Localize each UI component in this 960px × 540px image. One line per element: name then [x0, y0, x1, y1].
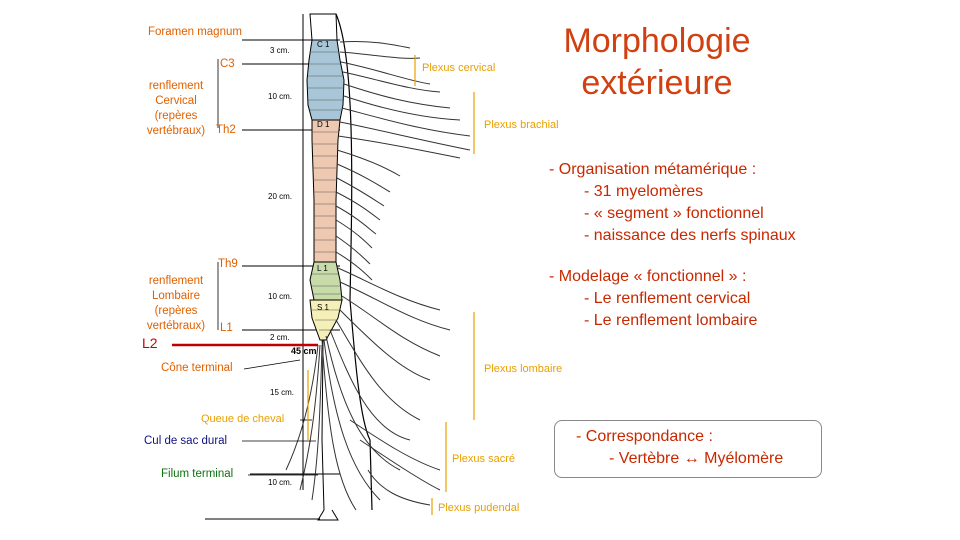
thoracic-segment — [311, 119, 341, 263]
brainstem-stub — [309, 13, 338, 41]
seg-label-d1: D 1 — [317, 120, 330, 129]
slide-title: Morphologie extérieure — [563, 22, 751, 102]
label-th2: Th2 — [216, 124, 236, 136]
seg-label-s1: S 1 — [317, 303, 330, 312]
bullet-mod-item-1: - Le renflement cervical — [584, 290, 751, 307]
correspondance-box — [554, 420, 822, 478]
measure-3cm: 3 cm. — [270, 46, 290, 55]
measure-10cm-c: 10 cm. — [268, 478, 293, 487]
left-nerve-roots — [285, 344, 323, 501]
scale-ticks — [205, 39, 340, 520]
label-plexus-pudendal: Plexus pudendal — [438, 502, 520, 514]
filum-line — [317, 339, 339, 521]
label-queue-de-cheval: Queue de cheval — [201, 413, 285, 425]
bullet-modelage: - Modelage « fonctionnel » : — [549, 268, 747, 285]
label-l1: L1 — [220, 322, 233, 334]
segment-lines — [307, 51, 344, 331]
measure-20cm: 20 cm. — [268, 192, 293, 201]
bullet-org-item-3: - naissance des nerfs spinaux — [584, 227, 796, 244]
label-cone-terminal: Cône terminal — [161, 362, 233, 374]
bullet-organisation: - Organisation métamérique : — [549, 161, 757, 178]
seg-label-l1: L 1 — [317, 264, 328, 273]
measure-10cm-b: 10 cm. — [268, 292, 293, 301]
label-plexus-lombaire: Plexus lombaire — [484, 363, 563, 375]
bullet-org-item-2: - « segment » fonctionnel — [584, 205, 764, 222]
seg-label-c1: C 1 — [317, 40, 330, 49]
label-cervical-enlargement: renflement Cervical (repères vertébraux) — [146, 80, 206, 137]
label-foramen-magnum: Foramen magnum — [148, 26, 242, 38]
label-c3: C3 — [220, 58, 235, 70]
label-plexus-sacre: Plexus sacré — [452, 453, 515, 465]
label-plexus-cervical: Plexus cervical — [422, 62, 496, 74]
measure-10cm-a: 10 cm. — [268, 92, 293, 101]
bullet-org-item-1: - 31 myelomères — [584, 183, 704, 200]
correspondance-heading: - Correspondance : — [576, 428, 713, 445]
measure-2cm: 2 cm. — [270, 333, 290, 342]
label-plexus-brachial: Plexus brachial — [484, 119, 559, 131]
label-th9: Th9 — [218, 258, 238, 270]
right-brackets — [414, 55, 475, 515]
left-leaders — [217, 59, 318, 476]
label-l2: L2 — [142, 335, 158, 351]
nerve-roots — [321, 40, 471, 511]
label-filum-terminal: Filum terminal — [161, 468, 234, 480]
bullet-mod-item-2: - Le renflement lombaire — [584, 312, 758, 329]
measure-15cm: 15 cm. — [270, 388, 295, 397]
label-lumbar-enlargement: renflement Lombaire (repères vertébraux) — [146, 275, 206, 332]
correspondance-item: - Vertèbre ↔ Myélomère — [609, 450, 784, 467]
label-cul-de-sac-dural: Cul de sac dural — [144, 435, 228, 447]
measure-45cm: 45 cm — [291, 346, 317, 356]
